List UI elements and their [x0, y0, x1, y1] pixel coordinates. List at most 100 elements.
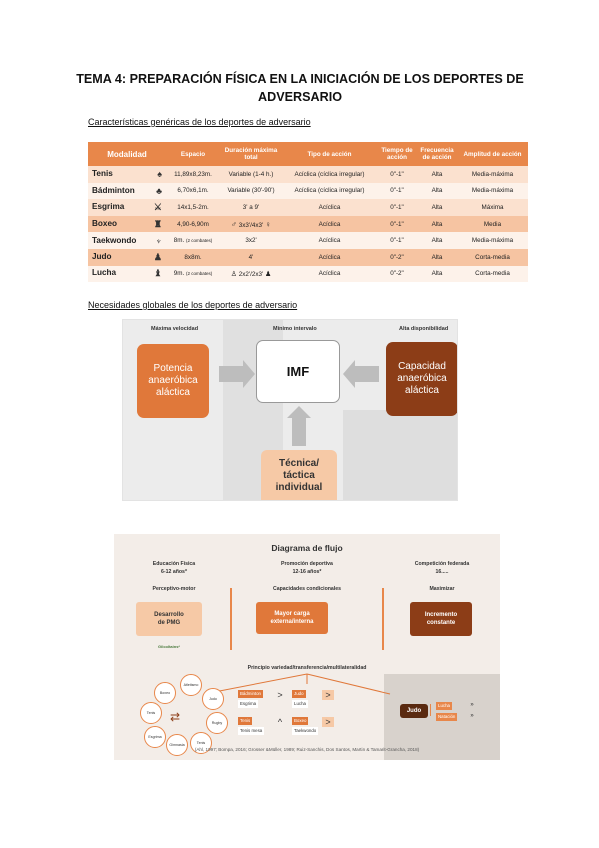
cell: 4,90-6,90m — [166, 215, 220, 233]
arrow-left-icon — [355, 366, 379, 382]
cell: 14x1,5-2m. — [166, 199, 220, 216]
circle-sport: Tenis — [140, 702, 162, 724]
circle-sport: Tenis — [190, 732, 212, 754]
cmp-c: Judo — [292, 690, 306, 698]
cycle-icon: ⇄ — [170, 710, 181, 724]
cell: Alta — [417, 166, 457, 183]
judo-sym: » — [470, 702, 474, 708]
col2-title: Promoción deportiva — [281, 561, 333, 567]
flow-title: Diagrama de flujo — [271, 543, 343, 553]
cell: Media-máxima — [457, 232, 528, 249]
cell: 3x3'/4x3' — [238, 221, 264, 229]
cell: Acíclica (cíclica irregular) — [282, 166, 377, 183]
label-min-interval: Mínimo intervalo — [273, 326, 317, 332]
judo-sym: » — [470, 713, 474, 719]
cmp-a: Tenis — [238, 717, 253, 725]
cell: Variable (30'-90') — [220, 182, 282, 200]
cell: Acíclica (cíclica irregular) — [282, 182, 377, 200]
judo-a: Lucha — [436, 702, 452, 710]
cell: 0"-1" — [377, 232, 417, 249]
circle-sport: Gimnasia — [166, 734, 188, 756]
cell: Corta-media — [457, 265, 528, 283]
cell: Corta-media — [457, 248, 528, 266]
circle-sport: Rugby — [206, 712, 228, 734]
judo-icon: ♟ — [153, 251, 162, 262]
table-row: Esgrima⚔ 14x1,5-2m. 3' a 9' Acíclica 0"-… — [88, 199, 528, 216]
table-row: Boxeo♜ 4,90-6,90m ♂ 3x3'/4x3' ♀ Acíclica… — [88, 215, 528, 233]
arrow-right-line — [306, 673, 391, 695]
imf-diagram: Máxima velocidad Mínimo intervalo Alta d… — [122, 319, 458, 501]
box-judo: Judo — [400, 704, 428, 718]
section-heading-needs: Necesidades globales de los deportes de … — [88, 300, 298, 310]
boxing-icon: ♜ — [153, 218, 162, 229]
arrow-right-head-icon — [243, 360, 255, 388]
tennis-icon: ♠ — [157, 169, 162, 180]
divider — [230, 588, 232, 650]
male-icon: ♂ — [231, 219, 238, 229]
cell: Media — [457, 215, 528, 233]
cell: Acíclica — [282, 215, 377, 233]
col-header: Frecuencia de acción — [417, 142, 457, 166]
cmp-c: Boxeo — [292, 717, 309, 725]
col3-sub: Maximizar — [429, 586, 455, 592]
arrow-left-head-icon — [343, 360, 355, 388]
table-row: Tenis♠ 11,89x8,23m. Variable (1-4 h.) Ac… — [88, 166, 528, 183]
cell-modalidad: Boxeo — [92, 218, 118, 228]
col1-age: 6-12 años* — [161, 569, 187, 575]
cmp-sym: ^ — [277, 717, 283, 727]
col2-age: 12-16 años* — [292, 569, 322, 575]
cell: Alta — [417, 182, 457, 200]
circle-sport: Atletismo — [180, 674, 202, 696]
cell: 9m. — [173, 270, 185, 278]
cell: 0"-1" — [377, 215, 417, 233]
cmp-sym: > — [277, 690, 283, 700]
cell: 2x2'/2x3' — [238, 270, 264, 278]
col-header: Tipo de acción — [282, 142, 377, 166]
circle-sport: Boxeo — [154, 682, 176, 704]
circle-sport: Judo — [202, 688, 224, 710]
col-header: Tiempo de acción — [377, 142, 417, 166]
box-imf: IMF — [256, 340, 340, 403]
cell: Alta — [417, 215, 457, 233]
col3-age: 16..... — [435, 569, 449, 575]
table-row: Lucha♝ 9m. (2 combates) ♙ 2x2'/2x3' ♟ Ac… — [88, 265, 528, 283]
circle-sport: Esgrima — [144, 726, 166, 748]
cell-modalidad: Judo — [92, 251, 112, 261]
principle-label: Principio variedad/transferencia/multila… — [247, 665, 367, 671]
cell-modalidad: Taekwondo — [92, 235, 137, 245]
cell: Acíclica — [282, 199, 377, 216]
arrow-right-icon — [219, 366, 243, 382]
judo-b: Natación — [436, 713, 458, 721]
arrow-up-icon — [292, 418, 306, 446]
cmp-a: Bádminton — [238, 690, 263, 698]
title-line-2: ADVERSARIO — [258, 90, 342, 104]
arrow-up-head-icon — [287, 406, 311, 418]
background-photo — [343, 410, 457, 500]
person-dark-icon: ♟ — [264, 270, 272, 278]
cell-modalidad: Esgrima — [92, 201, 125, 211]
cell: 0"-2" — [377, 248, 417, 266]
fencing-icon: ⚔ — [153, 201, 162, 212]
cell: Alta — [417, 248, 457, 266]
cmp-d: Lucha — [292, 700, 308, 708]
cell: 8x8m. — [166, 248, 220, 266]
table-row: Judo♟ 8x8m. 4' Acíclica 0"-2" Alta Corta… — [88, 248, 528, 266]
cell: Alta — [417, 199, 457, 216]
cell: Variable (1-4 h.) — [220, 166, 282, 183]
flow-diagram: Diagrama de flujo Educación Física 6-12 … — [114, 534, 500, 760]
col-header: Amplitud de acción — [457, 142, 528, 166]
cmp-sym: > — [322, 717, 334, 727]
page-title: TEMA 4: PREPARACIÓN FÍSICA EN LA INICIAC… — [70, 70, 530, 106]
cell: Acíclica — [282, 232, 377, 249]
label-max-velocity: Máxima velocidad — [151, 326, 199, 332]
cell: Media-máxima — [457, 166, 528, 183]
cell-modalidad: Bádminton — [92, 185, 135, 195]
cell: 0"-1" — [377, 182, 417, 200]
cell: 3' a 9' — [220, 199, 282, 216]
